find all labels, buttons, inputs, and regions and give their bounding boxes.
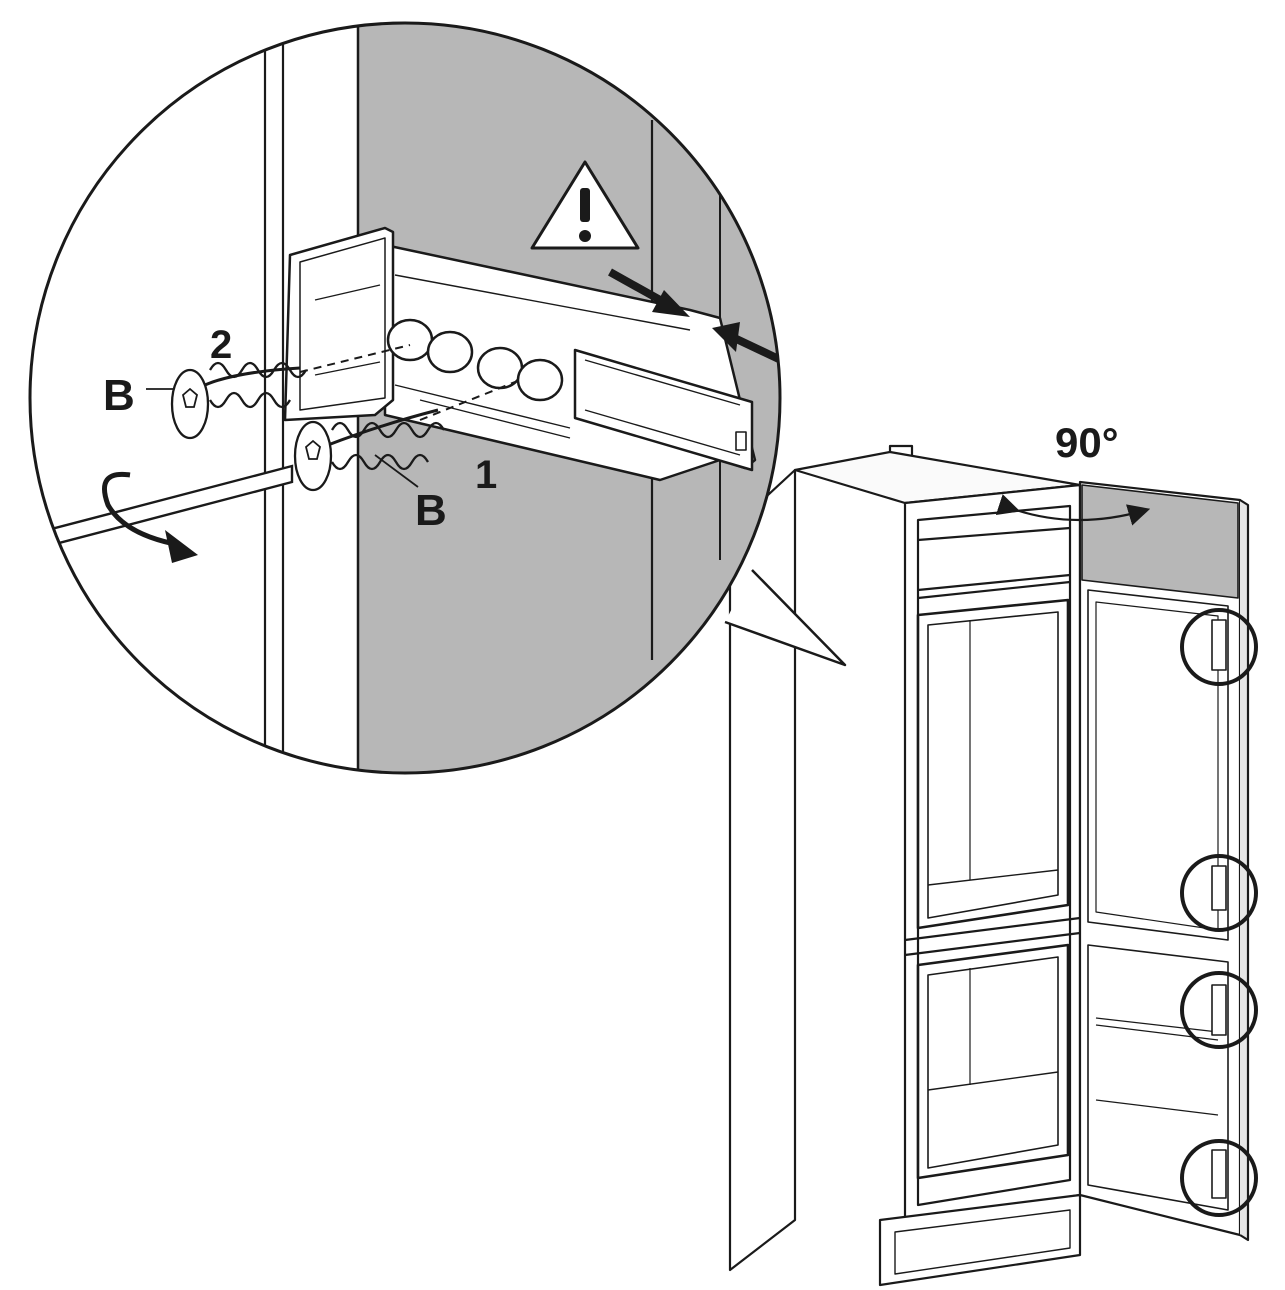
lower-compartment xyxy=(916,943,1070,1180)
highlight-circle-4 xyxy=(1180,1139,1258,1217)
magnifier-pointer xyxy=(724,569,847,667)
screw-lower xyxy=(293,408,445,492)
swing-arrow-icon xyxy=(995,494,1151,526)
screw-upper xyxy=(170,361,307,440)
upper-compartment xyxy=(916,598,1070,930)
step-one-label: 1 xyxy=(475,453,497,497)
screw-lower-label: B xyxy=(415,486,447,535)
hinge-bracket xyxy=(283,226,757,482)
highlight-circle-1 xyxy=(1180,608,1258,686)
fridge-cabinet xyxy=(728,444,1250,1287)
cabinet-plinth xyxy=(878,1193,1082,1287)
door-angle-label: 90° xyxy=(1055,419,1119,466)
door-top-panel xyxy=(1081,484,1239,599)
highlight-circle-2 xyxy=(1180,854,1258,932)
highlight-circle-3 xyxy=(1180,971,1258,1049)
magnifier-circle xyxy=(28,21,782,775)
rotate-arrow-icon xyxy=(102,471,181,548)
warning-icon xyxy=(530,160,640,250)
step-two-label: 2 xyxy=(210,323,232,367)
screw-upper-label: B xyxy=(103,371,135,420)
cabinet-side-panel xyxy=(728,468,797,1272)
